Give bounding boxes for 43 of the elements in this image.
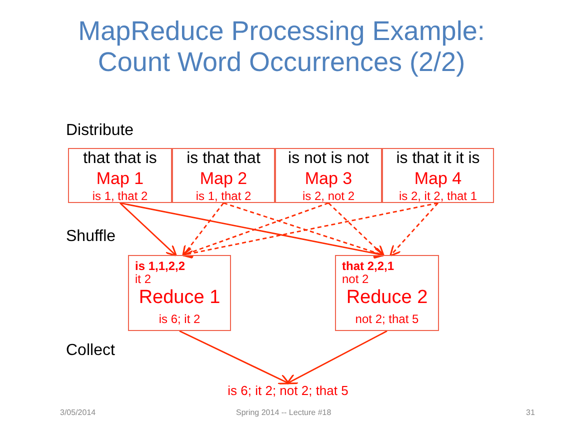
footer-text: Spring 2014 -- Lecture #18 — [236, 408, 332, 417]
arrow — [182, 202, 224, 257]
map-box — [275, 148, 382, 203]
section-heading: Distribute — [66, 122, 134, 140]
map-box — [68, 148, 172, 203]
map-output: is 2, it 2, that 1 — [398, 189, 478, 203]
map-box — [382, 148, 494, 203]
reduce-box — [335, 255, 439, 331]
arrow — [223, 202, 385, 258]
map-output: is 2, not 2 — [301, 189, 356, 203]
shuffled-pairs: not 2 — [341, 273, 370, 286]
arrow — [286, 330, 388, 384]
reduce-label: Reduce 2 — [345, 286, 429, 310]
footer-date: 3/05/2014 — [60, 408, 96, 417]
arrow — [182, 202, 438, 259]
final-output: is 6; it 2; not 2; that 5 — [226, 383, 350, 398]
map-label: Map 1 — [95, 169, 145, 189]
page-number: 31 — [526, 408, 535, 417]
arrow — [120, 202, 177, 256]
sentence: is that that — [186, 149, 262, 169]
map-output: is 1, that 2 — [91, 189, 149, 203]
shuffled-pairs: is 1,1,2,2 — [134, 260, 186, 273]
map-label: Map 2 — [198, 169, 248, 189]
section-heading: Collect — [66, 342, 115, 360]
arrow — [390, 202, 439, 256]
reduce-output: is 6; it 2 — [158, 312, 202, 326]
slide-title: MapReduce Processing Example: Count Word Occurrences (2/2) — [77, 16, 486, 78]
map-output: is 1, that 2 — [194, 189, 252, 203]
map-label: Map 3 — [304, 169, 354, 189]
reduce-label: Reduce 1 — [138, 286, 222, 310]
sentence: is not is not — [287, 149, 370, 169]
reduce-box — [128, 255, 231, 331]
shuffled-pairs: that 2,2,1 — [341, 260, 396, 273]
map-label: Map 4 — [413, 169, 463, 189]
map-box — [172, 148, 275, 203]
arrow — [182, 202, 329, 258]
sentence: is that it it is — [395, 149, 481, 169]
shuffled-pairs: it 2 — [134, 273, 152, 286]
reduce-output: not 2; that 5 — [354, 312, 420, 326]
arrow — [179, 330, 290, 384]
section-heading: Shuffle — [66, 228, 116, 246]
arrow — [328, 202, 384, 256]
sentence: that that is — [82, 149, 158, 169]
